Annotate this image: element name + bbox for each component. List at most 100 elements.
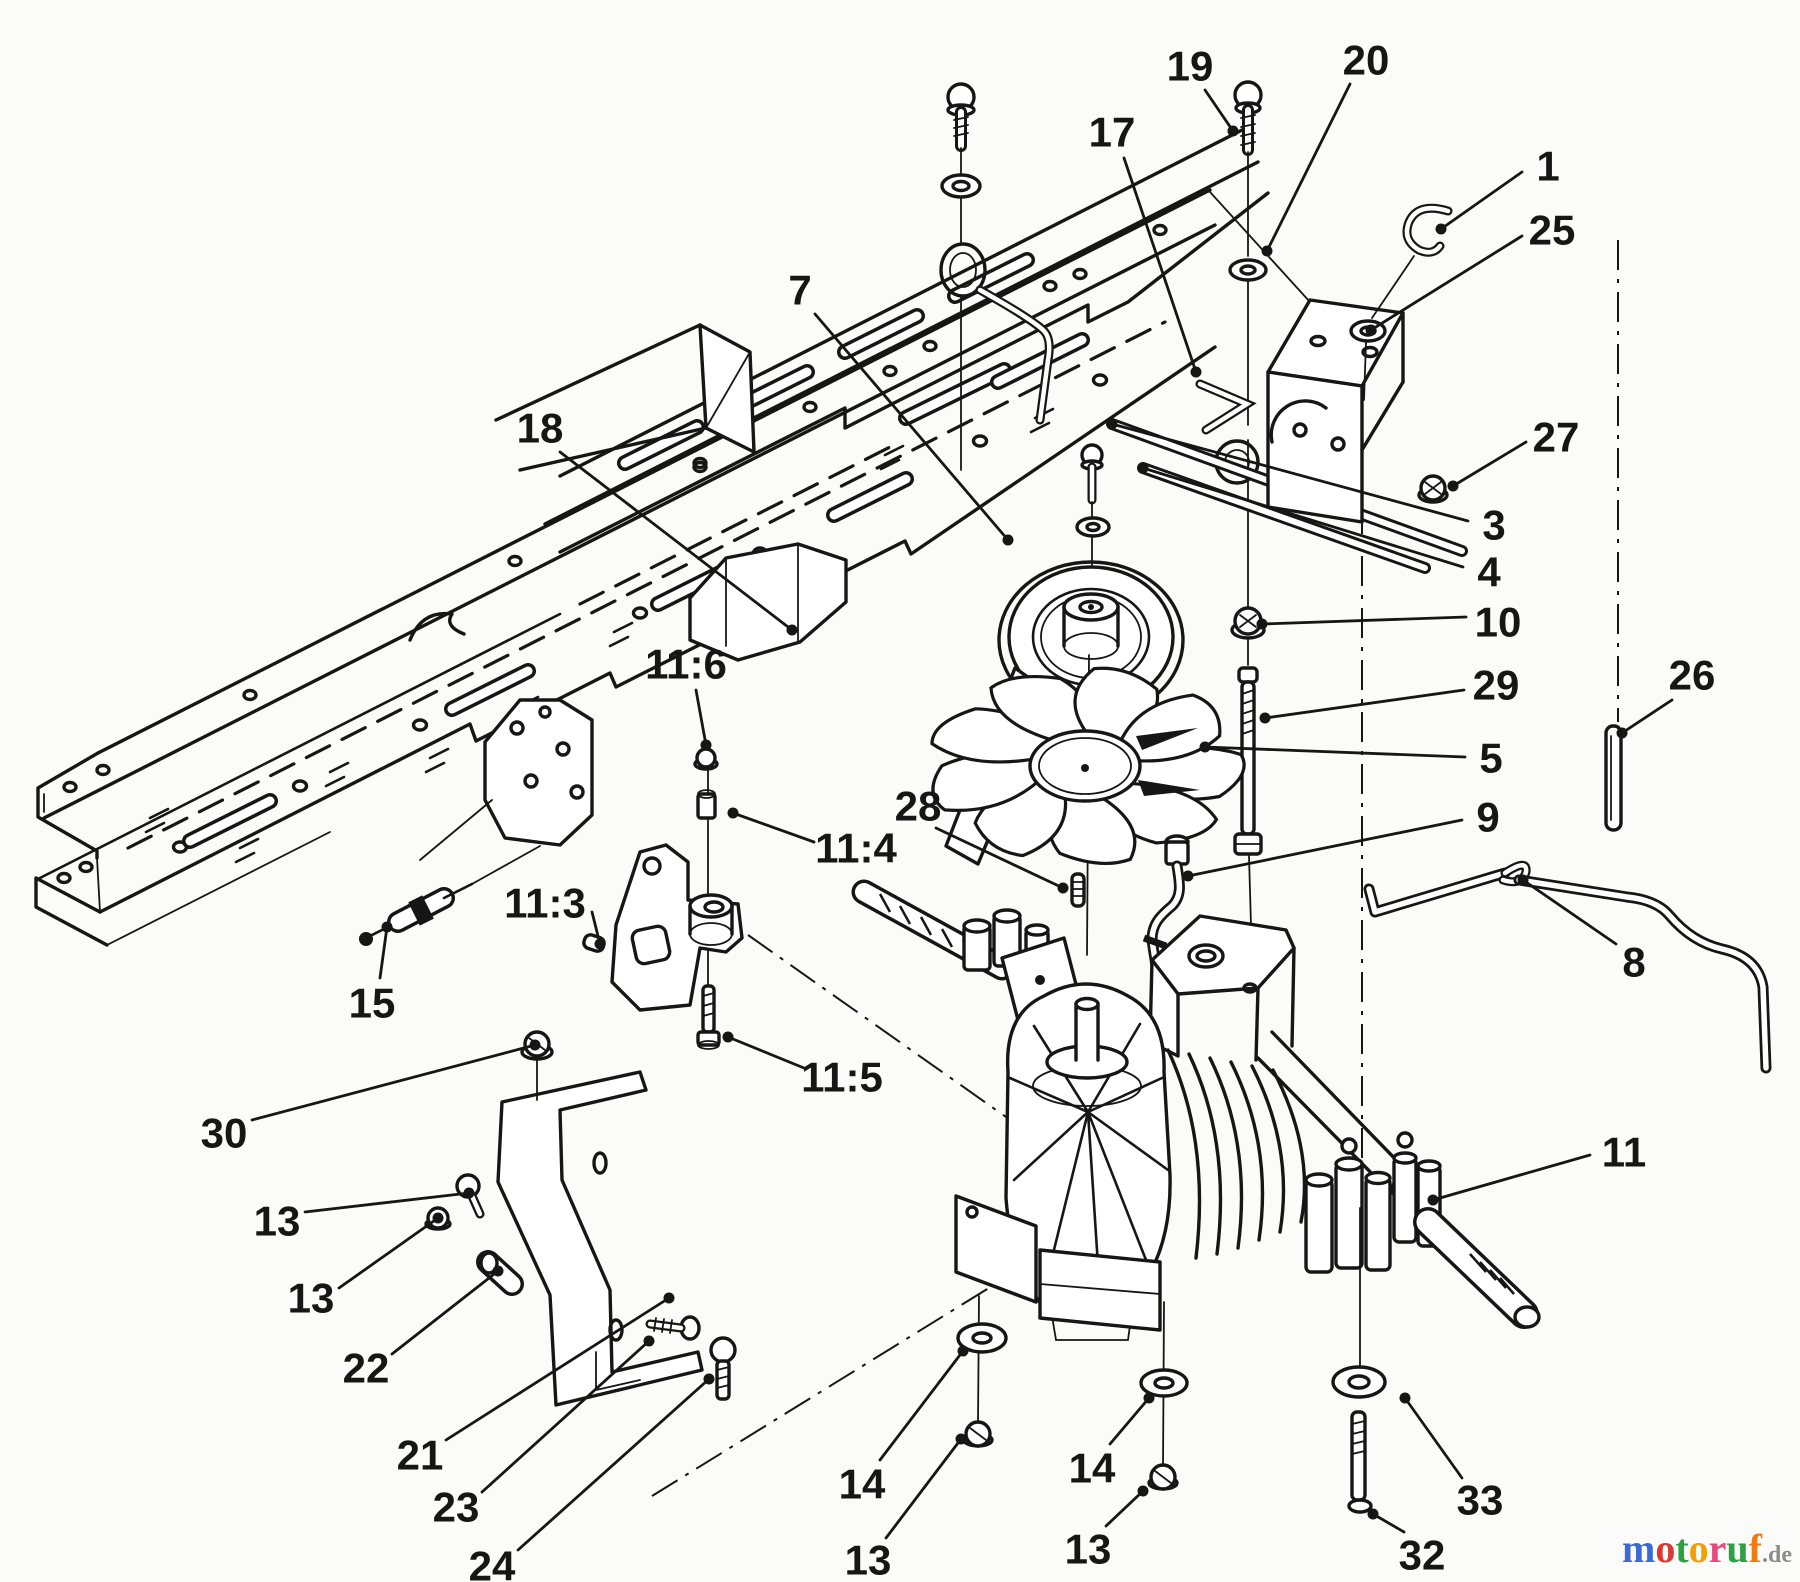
leader-line-10 bbox=[1260, 615, 1468, 626]
callout-3-6: 3 bbox=[1482, 502, 1505, 549]
leader-dot-9 bbox=[1182, 870, 1194, 882]
callout-17-2: 17 bbox=[1089, 109, 1136, 156]
leader-dot-15 bbox=[381, 921, 393, 933]
callout-8-13: 8 bbox=[1622, 939, 1645, 986]
leader-dot-23 bbox=[643, 1335, 655, 1347]
leader-dot-14 bbox=[957, 1345, 969, 1357]
leader-line-8 bbox=[1521, 878, 1618, 946]
leader-dot-5 bbox=[1199, 741, 1211, 753]
washer-14-left bbox=[956, 1322, 1008, 1354]
watermark-letter: o bbox=[1688, 1526, 1709, 1571]
upper-case bbox=[1148, 914, 1296, 1062]
bell-housing bbox=[1004, 982, 1172, 1341]
callout-20-1: 20 bbox=[1343, 37, 1390, 84]
callout-14-30: 14 bbox=[839, 1461, 886, 1508]
leader-line-5 bbox=[1203, 745, 1467, 759]
callout-18-16: 18 bbox=[517, 405, 564, 452]
pin-26 bbox=[1604, 724, 1623, 832]
callout-27-5: 27 bbox=[1533, 414, 1580, 461]
leader-dot-19 bbox=[1227, 125, 1239, 137]
leader-dot-33 bbox=[1399, 1392, 1411, 1404]
leader-dot-18 bbox=[786, 624, 798, 636]
callout-30-23: 30 bbox=[201, 1110, 248, 1157]
washer-20 bbox=[1228, 258, 1268, 282]
leader-line-11:4 bbox=[731, 811, 816, 844]
leader-line-13 bbox=[1104, 1489, 1145, 1528]
leader-line-9 bbox=[1186, 818, 1464, 878]
leader-line-23 bbox=[480, 1339, 651, 1494]
leader-dot-3 bbox=[1106, 418, 1118, 430]
axle-shaft bbox=[1413, 1207, 1541, 1329]
leader-line-1 bbox=[1439, 170, 1524, 231]
callout-11:3-20: 11:3 bbox=[504, 880, 586, 927]
watermark-letter: r bbox=[1708, 1526, 1727, 1571]
leader-line-3 bbox=[1110, 422, 1470, 523]
callout-21-27: 21 bbox=[397, 1432, 444, 1479]
bottom-hardware bbox=[956, 1207, 1387, 1514]
pivot-bracket bbox=[582, 741, 744, 1050]
leader-dot-11 bbox=[1427, 1194, 1439, 1206]
callout-15-22: 15 bbox=[349, 980, 396, 1027]
leader-dot-29 bbox=[1259, 712, 1271, 724]
leader-dot-11:6 bbox=[700, 739, 712, 751]
callout-10-8: 10 bbox=[1475, 599, 1522, 646]
spacer-11-4 bbox=[696, 789, 717, 820]
leader-line-18 bbox=[558, 450, 794, 632]
bolt-24 bbox=[709, 1336, 737, 1401]
axle-bosses bbox=[1304, 1131, 1442, 1274]
leader-line-17 bbox=[1122, 156, 1198, 374]
fan bbox=[920, 662, 1250, 867]
leader-line-7 bbox=[813, 312, 1010, 542]
callout-4-7: 4 bbox=[1477, 549, 1501, 596]
leader-dot-13 bbox=[1137, 1485, 1149, 1497]
callout-19-0: 19 bbox=[1167, 43, 1214, 90]
bolt-11-5 bbox=[696, 984, 721, 1050]
leader-line-20 bbox=[1265, 82, 1352, 253]
watermark-letter: m bbox=[1622, 1526, 1656, 1571]
callout-25-4: 25 bbox=[1529, 207, 1576, 254]
washer-33 bbox=[1331, 1365, 1387, 1399]
leader-dot-4 bbox=[1137, 462, 1149, 474]
nut-11-6 bbox=[693, 747, 719, 771]
leader-line-22 bbox=[390, 1269, 500, 1356]
leader-line-33 bbox=[1403, 1396, 1464, 1480]
callout-1-3: 1 bbox=[1536, 143, 1559, 190]
callout-13-33: 13 bbox=[1065, 1526, 1112, 1573]
rail-curl bbox=[408, 611, 466, 642]
bolt-19-column bbox=[1228, 80, 1268, 609]
callout-9-11: 9 bbox=[1476, 794, 1499, 841]
transaxle bbox=[851, 879, 1541, 1341]
vent-tube-9 bbox=[1142, 834, 1190, 984]
watermark-letter: f bbox=[1748, 1526, 1762, 1571]
watermark-letter: u bbox=[1726, 1526, 1749, 1571]
centerline bbox=[1371, 255, 1415, 319]
leader-dot-1 bbox=[1435, 223, 1447, 235]
leader-dot-24 bbox=[703, 1373, 715, 1385]
callout-23-28: 23 bbox=[433, 1484, 480, 1531]
callout-22-26: 22 bbox=[343, 1345, 390, 1392]
callout-13-25: 13 bbox=[288, 1275, 335, 1322]
leader-dot-25 bbox=[1365, 324, 1377, 336]
leader-dot-11:5 bbox=[722, 1031, 734, 1043]
callout-11-14: 11 bbox=[1602, 1129, 1646, 1176]
leader-line-29 bbox=[1263, 688, 1466, 720]
callout-13-24: 13 bbox=[254, 1198, 301, 1245]
leader-line-13 bbox=[337, 1216, 440, 1290]
leader-dot-22 bbox=[492, 1265, 504, 1277]
callout-11:5-21: 11:5 bbox=[801, 1054, 883, 1101]
leader-line-21 bbox=[444, 1296, 671, 1442]
leader-line-27 bbox=[1451, 440, 1528, 488]
mount-plate bbox=[419, 698, 594, 861]
leader-line-30 bbox=[250, 1043, 537, 1122]
bolt-32 bbox=[1347, 1410, 1373, 1514]
leader-line-19 bbox=[1203, 88, 1235, 133]
callout-26-12: 26 bbox=[1669, 652, 1716, 699]
leader-line-14 bbox=[1108, 1396, 1151, 1446]
axis-lines bbox=[651, 240, 1619, 1497]
washer-14-right bbox=[1139, 1368, 1189, 1398]
callout-32-34: 32 bbox=[1399, 1532, 1446, 1579]
callout-11:4-19: 11:4 bbox=[815, 825, 897, 872]
leader-dot-28 bbox=[1057, 882, 1069, 894]
key-28 bbox=[1070, 872, 1086, 908]
